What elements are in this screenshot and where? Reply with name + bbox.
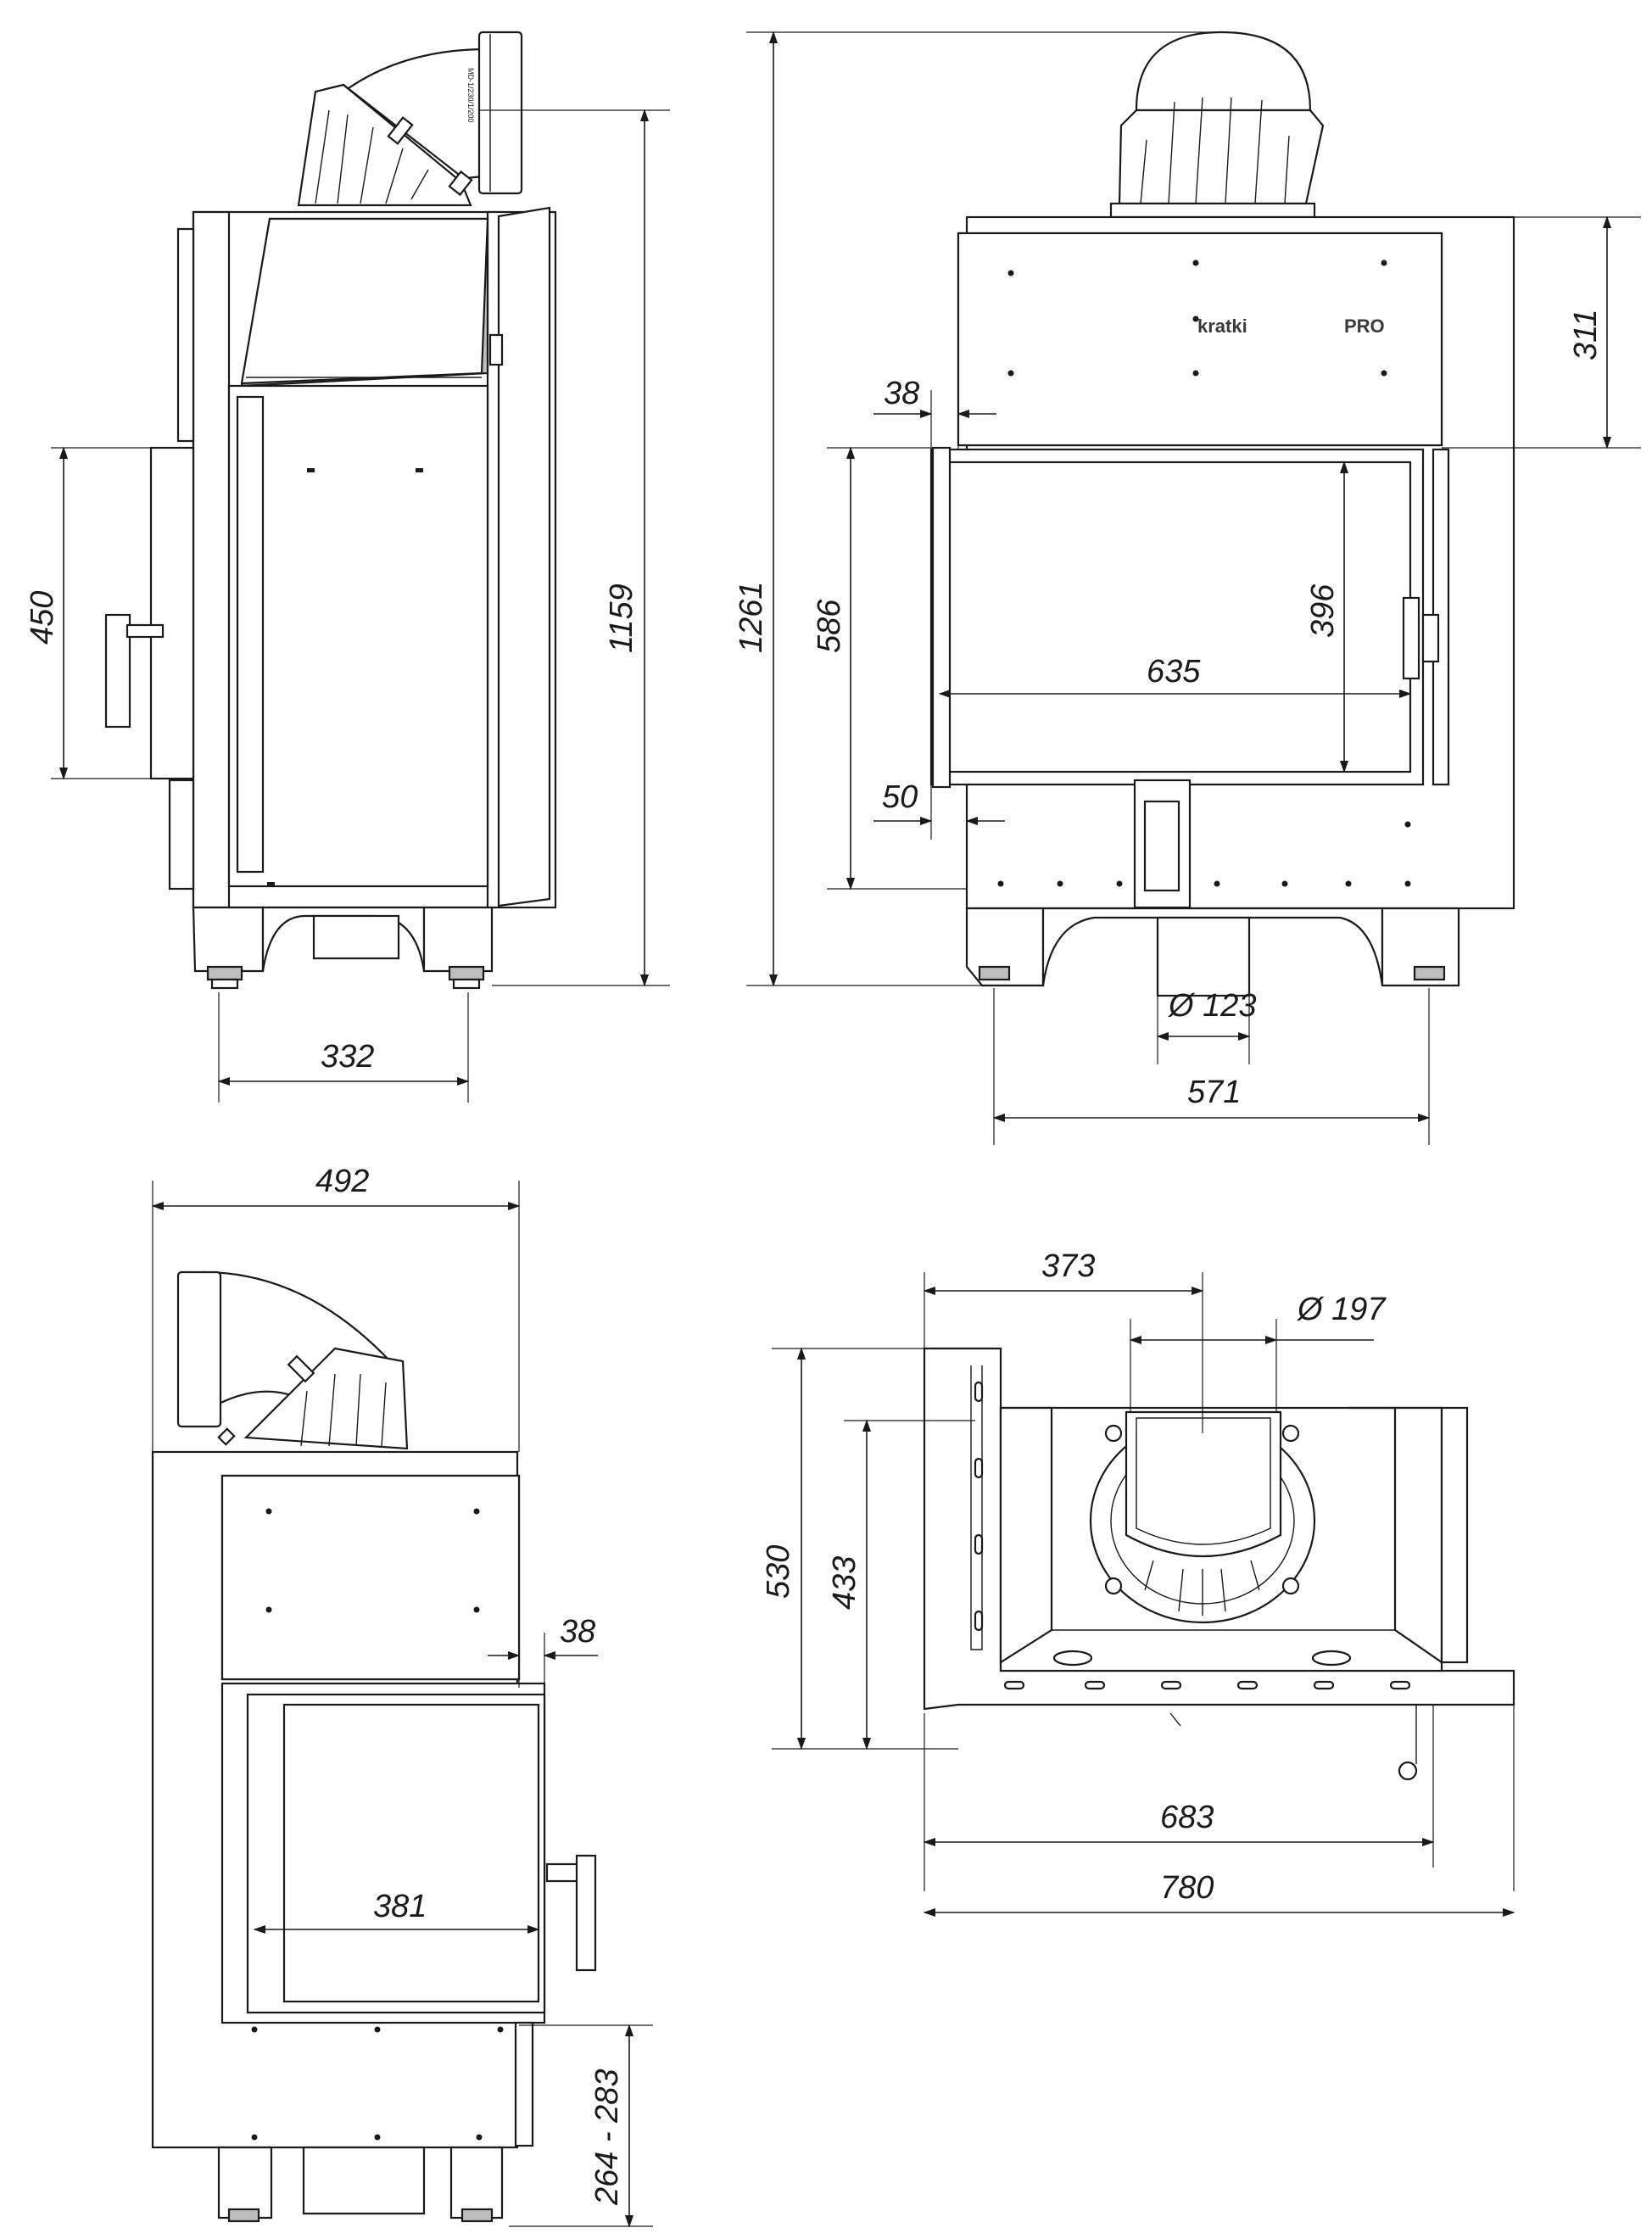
front-dome xyxy=(1109,31,1325,219)
side-front-view: 492 38 381 264 - 283 xyxy=(151,1164,653,2228)
dim-flue-diameter: Ø 197 xyxy=(1296,1292,1387,1327)
dim-side-glass-width: 381 xyxy=(373,1889,427,1924)
dim-door-height: 586 xyxy=(812,599,847,653)
top-view: 373 Ø 197 530 433 683 780 xyxy=(761,1248,1515,1918)
dim-front-total-height: 1261 xyxy=(734,581,769,653)
side-view: MD-1/230/1/200 xyxy=(25,31,670,1103)
front-view: kratki PRO 1261 xyxy=(734,31,1641,1145)
flue-marking: MD-1/230/1/200 xyxy=(466,68,475,123)
dim-inner-width: 683 xyxy=(1160,1800,1214,1835)
dim-side-feet-spacing: 332 xyxy=(321,1039,374,1075)
panel-bolts xyxy=(1007,260,1387,377)
dim-glass-height: 396 xyxy=(1305,583,1341,638)
dim-total-width-top: 780 xyxy=(1160,1870,1214,1906)
dim-side-frame-offset: 38 xyxy=(560,1614,595,1650)
dim-air-inlet-diameter: Ø 123 xyxy=(1167,988,1257,1024)
dim-frame-offset-top: 38 xyxy=(884,376,919,411)
dim-glass-width: 635 xyxy=(1147,654,1201,690)
dim-handle-height: 450 xyxy=(25,591,60,645)
dim-total-height: 1159 xyxy=(604,583,639,653)
brand-logo: kratki xyxy=(1197,315,1247,337)
slots xyxy=(974,1381,1411,1690)
dim-total-width: 492 xyxy=(315,1164,369,1199)
dim-frame-offset-bottom: 50 xyxy=(882,779,918,815)
dim-flue-offset: 373 xyxy=(1041,1248,1095,1284)
dim-top-panel-height: 311 xyxy=(1568,309,1604,360)
flue-elbow: MD-1/230/1/200 xyxy=(338,31,523,197)
convection-grille xyxy=(297,83,473,207)
dim-total-depth: 530 xyxy=(761,1545,796,1599)
brand-suffix: PRO xyxy=(1344,315,1385,337)
dim-bottom-height-range: 264 - 283 xyxy=(589,2069,625,2206)
dim-inner-depth: 433 xyxy=(827,1556,862,1610)
lower-bolts xyxy=(997,821,1411,887)
dim-front-feet-spacing: 571 xyxy=(1187,1075,1241,1110)
